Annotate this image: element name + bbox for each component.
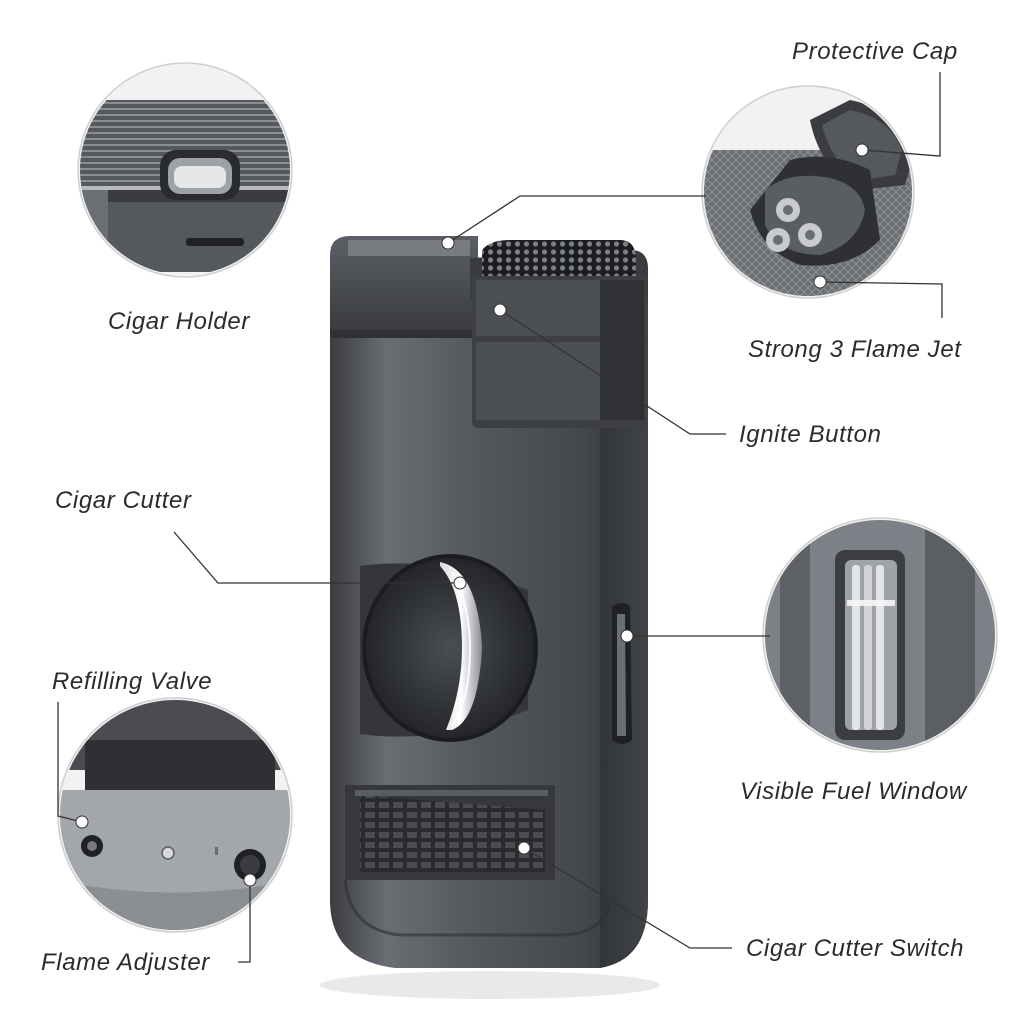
dot-cigar-holder: [441, 236, 455, 250]
fuel-window-detail: [762, 517, 998, 753]
dot-refill: [75, 815, 89, 829]
label-ignite-button: Ignite Button: [739, 421, 882, 448]
leader-cutter-switch: [523, 847, 732, 949]
label-flame-adjuster: Flame Adjuster: [41, 949, 210, 976]
label-strong-flame-jet: Strong 3 Flame Jet: [748, 336, 962, 363]
dot-protective-cap: [855, 143, 869, 157]
label-refilling-valve: Refilling Valve: [52, 668, 213, 695]
leader-refill: [57, 702, 83, 823]
label-cigar-cutter: Cigar Cutter: [55, 487, 192, 514]
leader-dots: [75, 143, 869, 887]
leader-strong-jet: [819, 281, 943, 318]
label-cigar-holder: Cigar Holder: [108, 308, 250, 335]
valve-detail: [57, 697, 293, 933]
flame-jet-detail: [701, 85, 915, 299]
leader-protective-cap: [861, 72, 941, 157]
dot-strong-jet: [813, 275, 827, 289]
dot-cutter: [453, 576, 467, 590]
label-protective-cap: Protective Cap: [792, 38, 958, 65]
dot-cutter-switch: [517, 841, 531, 855]
dot-fuel-window: [620, 629, 634, 643]
leader-ignite: [499, 309, 726, 435]
label-fuel-window: Visible Fuel Window: [740, 778, 967, 805]
leader-cigar-holder: [447, 195, 706, 244]
label-cutter-switch: Cigar Cutter Switch: [746, 935, 965, 962]
cigar-holder-detail: [77, 62, 293, 278]
leader-lines: [57, 72, 943, 963]
leader-cutter: [173, 531, 460, 584]
dot-ignite: [493, 303, 507, 317]
lighter-body: [320, 236, 660, 999]
dot-flame-adjuster: [243, 873, 257, 887]
leader-flame-adjuster: [238, 880, 251, 963]
